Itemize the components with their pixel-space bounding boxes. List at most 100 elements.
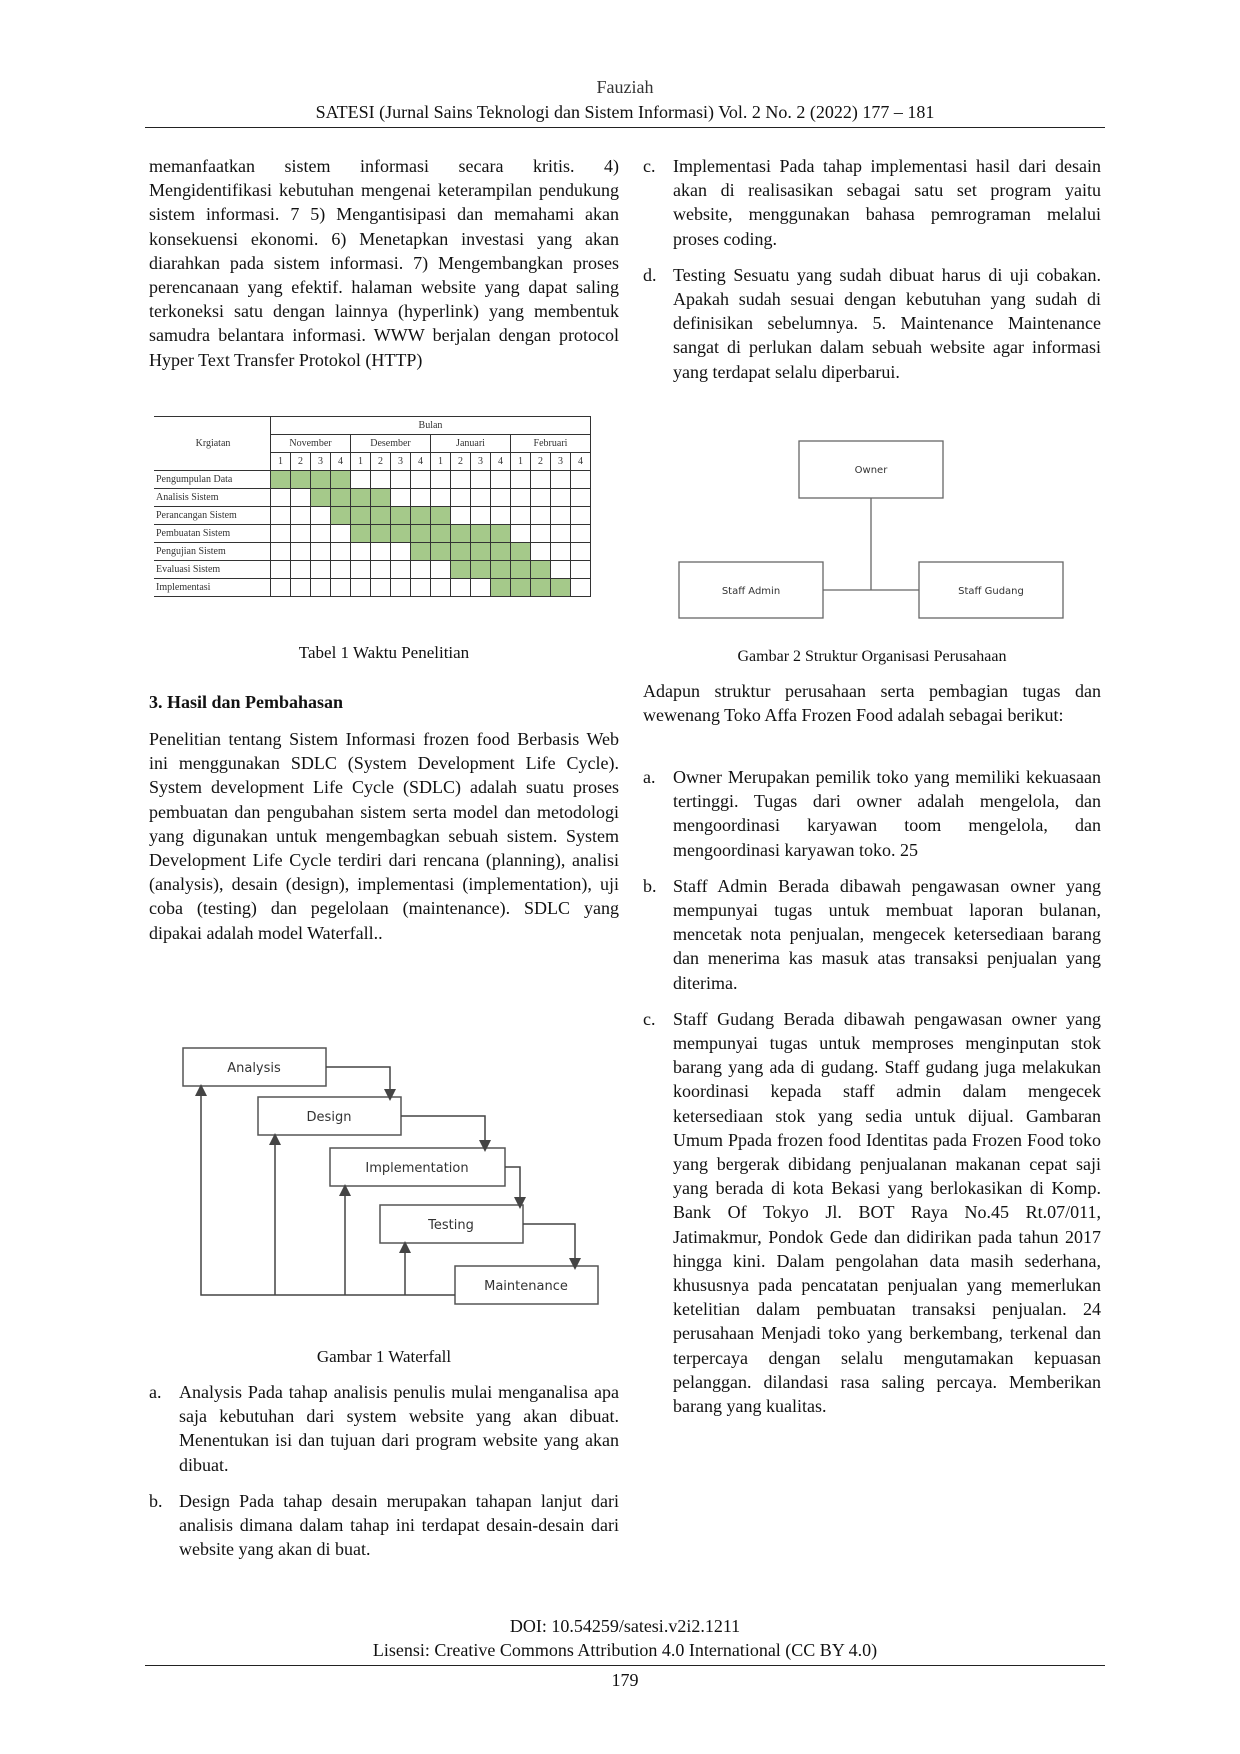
gantt-cell (410, 578, 431, 597)
gantt-cell (390, 578, 411, 597)
gantt-cell (530, 470, 551, 489)
gantt-bar-cell (450, 524, 471, 543)
gantt-bar-cell (490, 524, 511, 543)
gantt-cell (310, 542, 331, 561)
waterfall-label-testing: Testing (427, 1218, 474, 1233)
list-marker: d. (643, 264, 657, 285)
gantt-cell (570, 470, 591, 489)
gantt-cell (470, 488, 491, 507)
list-text: Analysis Pada tahap analisis penulis mul… (179, 1382, 619, 1475)
gantt-cell (530, 524, 551, 543)
gantt-week: 4 (570, 452, 591, 471)
gantt-cell (490, 506, 511, 525)
header-journal: SATESI (Jurnal Sains Teknologi dan Siste… (315, 102, 935, 122)
gantt-bar-cell (470, 560, 491, 579)
waterfall-label-implementation: Implementation (365, 1161, 468, 1176)
gantt-week: 2 (530, 452, 551, 471)
gantt-week: 1 (270, 452, 291, 471)
gantt-cell (310, 560, 331, 579)
waterfall-box-analysis (182, 1047, 327, 1087)
gantt-cell (550, 470, 571, 489)
gantt-cell (410, 470, 431, 489)
gantt-cell (490, 470, 511, 489)
gantt-cell (450, 470, 471, 489)
gantt-week: 3 (390, 452, 411, 471)
gantt-cell (350, 560, 371, 579)
list-item: d. Testing Sesuatu yang sudah dibuat haru… (643, 263, 1101, 384)
gantt-cell (270, 524, 291, 543)
list-text: Owner Merupakan pemilik toko yang memili… (673, 767, 1101, 860)
gantt-cell (310, 524, 331, 543)
gantt-cell (390, 542, 411, 561)
list-text: Design Pada tahap desain merupakan tahap… (179, 1490, 619, 1560)
gantt-cell (470, 506, 491, 525)
gantt-activity-name: Pengumpulan Data (154, 470, 271, 489)
gantt-bar-cell (350, 524, 371, 543)
gantt-cell (430, 560, 451, 579)
list-marker: b. (643, 875, 657, 896)
gantt-cell (570, 578, 591, 597)
gantt-cell (530, 542, 551, 561)
gantt-bar-cell (270, 470, 291, 489)
gantt-row: Analisis Sistem (154, 488, 591, 507)
org-label-owner: Owner (855, 465, 889, 476)
gantt-bar-cell (410, 542, 431, 561)
gantt-cell (370, 470, 391, 489)
gantt-cell (390, 470, 411, 489)
list-item: c.Staff Gudang Berada dibawah pengawasan… (643, 1007, 1101, 1418)
gantt-cell (290, 542, 311, 561)
gantt-bar-cell (450, 542, 471, 561)
gantt-cell (430, 578, 451, 597)
list-item: b.Staff Admin Berada dibawah pengawasan … (643, 874, 1101, 995)
gantt-cell (350, 542, 371, 561)
gantt-row: Pengujian Sistem (154, 542, 591, 561)
gantt-bar-cell (490, 542, 511, 561)
footer-page-number: 179 (611, 1670, 639, 1690)
waterfall-label-design: Design (307, 1110, 352, 1125)
gantt-cell (430, 470, 451, 489)
gantt-week: 4 (490, 452, 511, 471)
gantt-cell (290, 578, 311, 597)
gantt-bar-cell (370, 488, 391, 507)
gantt-bar-cell (470, 524, 491, 543)
gantt-cell (410, 560, 431, 579)
gantt-cell (270, 506, 291, 525)
org-connectors (823, 498, 919, 591)
gantt-week: 1 (510, 452, 531, 471)
gantt-month: Februari (510, 434, 591, 453)
gantt-cell (570, 524, 591, 543)
gantt-bar-cell (330, 506, 351, 525)
gantt-cell (290, 560, 311, 579)
gantt-cell (570, 542, 591, 561)
org-box-owner (798, 440, 944, 499)
figure2-caption: Gambar 2 Struktur Organisasi Perusahaan (737, 648, 1007, 665)
org-chart: Owner Staff Admin Staff Gudang (678, 440, 1064, 619)
footer-rule (145, 1665, 1105, 1666)
gantt-cell (390, 488, 411, 507)
gantt-bar-cell (490, 560, 511, 579)
waterfall-label-analysis: Analysis (227, 1061, 281, 1076)
list-item: a.Analysis Pada tahap analisis penulis m… (149, 1380, 619, 1477)
gantt-bar-cell (310, 470, 331, 489)
gantt-activity-name: Evaluasi Sistem (154, 560, 271, 579)
org-label-staff-gudang: Staff Gudang (958, 586, 1024, 597)
gantt-week: 2 (450, 452, 471, 471)
figure1-caption: Gambar 1 Waterfall (316, 1347, 452, 1366)
table-caption: Tabel 1 Waktu Penelitian (298, 643, 470, 662)
gantt-cell (370, 542, 391, 561)
gantt-cell (310, 506, 331, 525)
gantt-cell (270, 578, 291, 597)
footer-doi: DOI: 10.54259/satesi.v2i2.1211 (509, 1616, 741, 1636)
gantt-week: 2 (290, 452, 311, 471)
gantt-cell (370, 560, 391, 579)
gantt-cell (450, 488, 471, 507)
gantt-week: 2 (370, 452, 391, 471)
gantt-cell (310, 578, 331, 597)
gantt-bar-cell (290, 470, 311, 489)
gantt-bar-cell (530, 560, 551, 579)
gantt-week: 3 (550, 452, 571, 471)
list-text: Testing Sesuatu yang sudah dibuat harus … (673, 264, 1101, 382)
gantt-bar-cell (330, 470, 351, 489)
gantt-cell (410, 488, 431, 507)
